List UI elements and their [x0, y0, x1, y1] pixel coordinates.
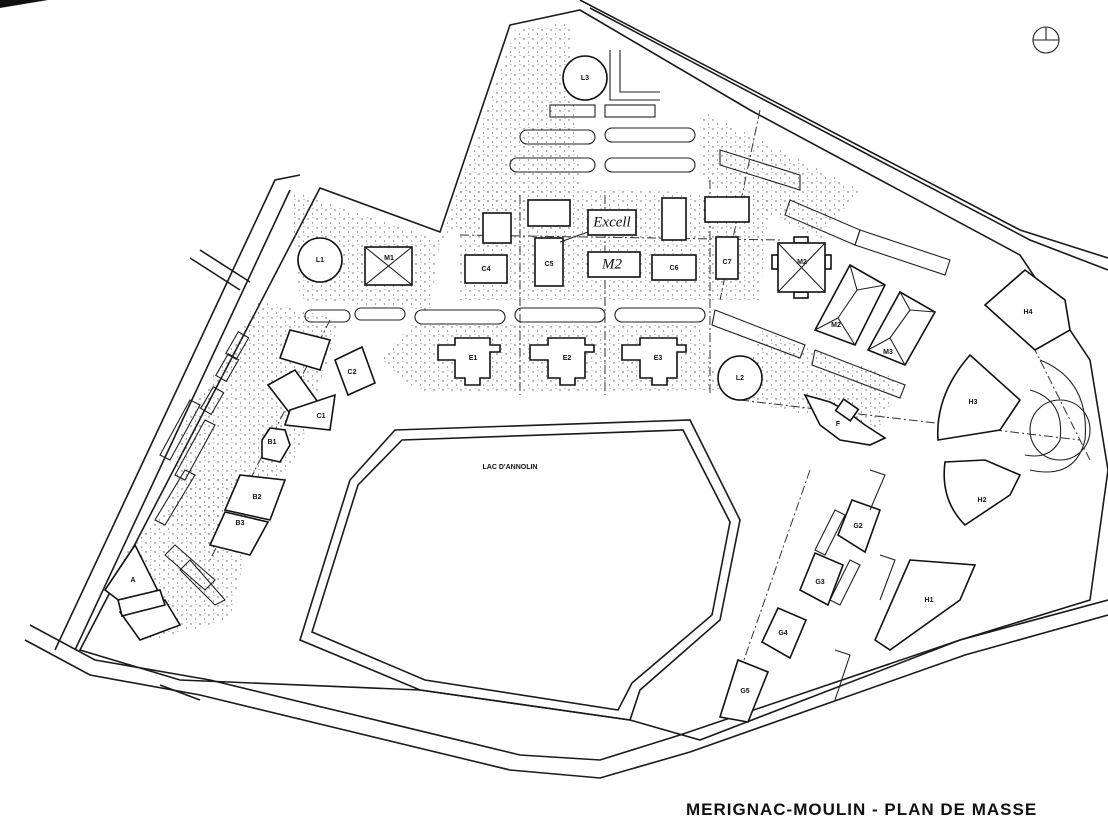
- annotation-excell: Excell: [592, 214, 630, 230]
- svg-text:H4: H4: [1024, 309, 1033, 316]
- building-G4: [760, 606, 808, 660]
- svg-text:E2: E2: [563, 355, 572, 362]
- building-B1: [261, 427, 291, 463]
- svg-text:G4: G4: [778, 630, 787, 637]
- building-C1: [283, 393, 336, 431]
- svg-text:G5: G5: [740, 688, 749, 695]
- building-G5: [718, 658, 770, 723]
- building-G3: [798, 551, 845, 607]
- buildings-L: L1 L3 L2: [297, 55, 763, 401]
- building-E1: E1: [437, 337, 501, 386]
- svg-text:E1: E1: [469, 355, 478, 362]
- svg-text:C1: C1: [317, 413, 326, 420]
- svg-text:H1: H1: [925, 597, 934, 604]
- building-M2-pyramid: M2: [813, 263, 887, 347]
- building-B3: [208, 511, 270, 556]
- lake: LAC D'ANNOLIN: [299, 419, 741, 721]
- svg-text:M3: M3: [883, 349, 893, 356]
- building-L1: [297, 237, 343, 283]
- building-H1: [873, 559, 977, 651]
- building-C2: [333, 345, 377, 397]
- buildings-E: E1 E2 E3: [437, 337, 687, 386]
- building-H4: [983, 268, 1071, 351]
- building-M3: M3: [866, 290, 937, 367]
- svg-text:G3: G3: [815, 579, 824, 586]
- building-C7: [715, 236, 739, 280]
- building-C5: [534, 237, 564, 287]
- svg-text:E3: E3: [654, 355, 663, 362]
- building-E2: E2: [529, 337, 595, 386]
- svg-text:H3: H3: [969, 399, 978, 406]
- svg-text:L1: L1: [316, 257, 324, 264]
- svg-text:B3: B3: [236, 520, 245, 527]
- buildings-C-north: C4 C5 Excell M2 C6 C7: [464, 196, 750, 287]
- buildings-H: H4 H3 H2 H1: [873, 268, 1091, 651]
- svg-text:L2: L2: [736, 375, 744, 382]
- svg-text:F: F: [836, 421, 841, 428]
- svg-text:C5: C5: [545, 261, 554, 268]
- perimeter-roads: [24, 0, 1108, 779]
- svg-text:G2: G2: [853, 523, 862, 530]
- building-G2: [837, 498, 882, 554]
- buildings-west: C2 C1 B1 B2 B3: [200, 329, 377, 556]
- lake-label: LAC D'ANNOLIN: [483, 464, 538, 471]
- scan-corner-mark: [0, 0, 48, 8]
- building-M2-cross: M2: [771, 236, 832, 299]
- building-H3: [936, 353, 1022, 441]
- building-A: A: [103, 543, 182, 641]
- annotation-m2-box: [587, 251, 641, 278]
- building-L3: [562, 55, 608, 101]
- building-F: F: [803, 393, 887, 446]
- building-H2: [943, 459, 1022, 527]
- plan-title-block: MERIGNAC-MOULIN - PLAN DE MASSE: [686, 800, 1038, 819]
- svg-text:L3: L3: [581, 75, 589, 82]
- parking-rows: [154, 50, 951, 606]
- svg-text:B2: B2: [253, 494, 262, 501]
- building-B2: [223, 474, 287, 521]
- annotation-excell-box: [587, 209, 637, 236]
- svg-text:C2: C2: [348, 369, 357, 376]
- annotation-m2: M2: [601, 256, 622, 272]
- buildings-M: M1 M2 M2 M3: [364, 236, 937, 367]
- svg-text:H2: H2: [978, 497, 987, 504]
- buildings-G: G2 G3 G4 G5: [718, 469, 896, 723]
- svg-text:C7: C7: [723, 259, 732, 266]
- building-M1: M1: [364, 246, 413, 286]
- building-C6: [651, 254, 697, 281]
- svg-text:C6: C6: [670, 265, 679, 272]
- building-C4: [464, 254, 508, 284]
- svg-text:M2: M2: [831, 322, 841, 329]
- svg-text:M2: M2: [797, 259, 807, 266]
- svg-text:B1: B1: [268, 439, 277, 446]
- building-L2: [717, 355, 763, 401]
- compass-north-icon: [1032, 26, 1060, 54]
- svg-text:M1: M1: [384, 255, 394, 262]
- svg-text:C4: C4: [482, 266, 491, 273]
- svg-text:A: A: [130, 577, 135, 584]
- building-E3: E3: [621, 337, 687, 386]
